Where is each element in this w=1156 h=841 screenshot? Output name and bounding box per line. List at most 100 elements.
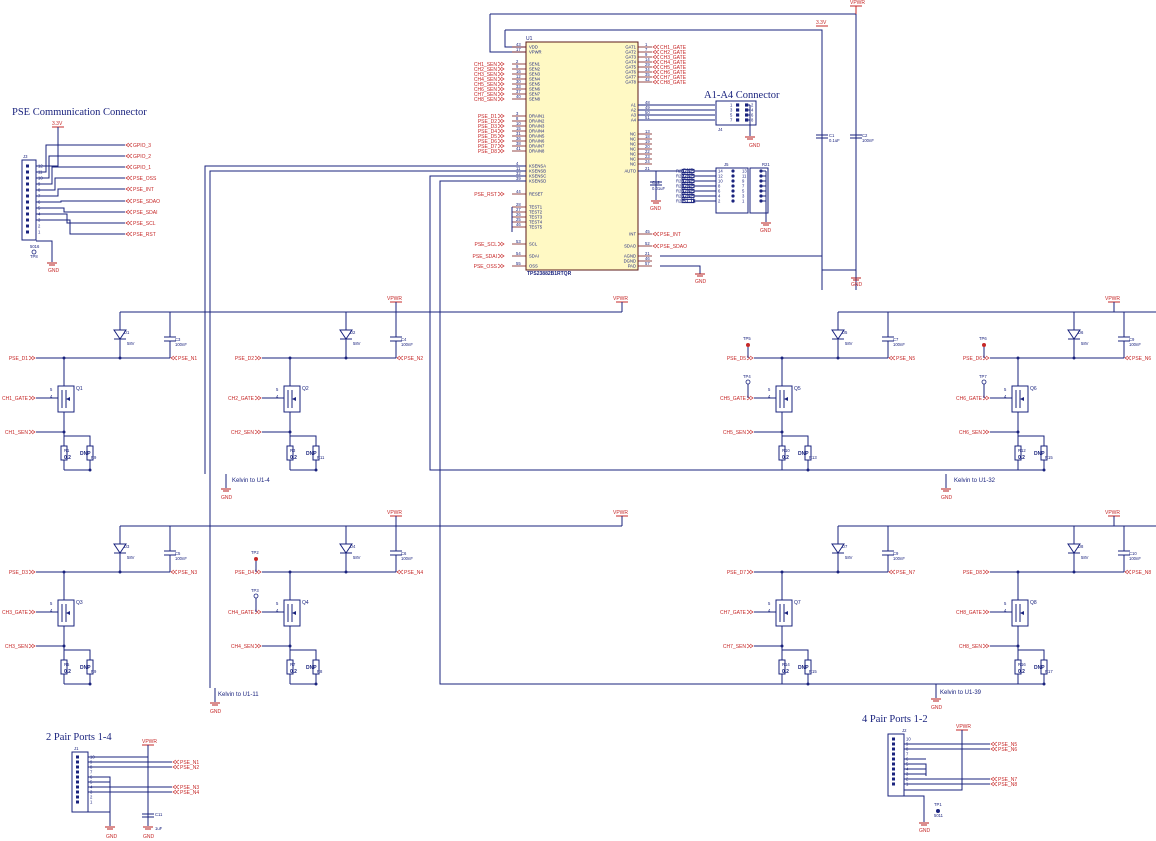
Q8-p4: 4 — [1004, 608, 1007, 613]
title-4-pair-ports: 4 Pair Ports 1-2 — [862, 714, 928, 725]
Q1-d-ref: D1 — [124, 330, 130, 335]
Q3-p5: 5 — [50, 601, 53, 606]
tp8-ref: TP8 — [30, 254, 38, 259]
j2-net-2-text: PSE_N7 — [998, 777, 1017, 783]
j1-pin-7: 7 — [90, 770, 93, 775]
j3-net-7: PSE_SCL — [125, 220, 156, 227]
u1-pin-num-l18: 4 — [516, 161, 519, 166]
u1-pin-num-l9: 40 — [516, 94, 521, 99]
u1-gate-net-3-text: CH3_GATE — [660, 55, 687, 61]
u1-pin-name-l19: KSENSB — [529, 169, 546, 174]
Q4-d-val: 58V — [353, 555, 361, 560]
j3-net-0-text: GPIO_3 — [133, 143, 151, 149]
u1-pin-num-l17: 41 — [516, 146, 521, 151]
channel-q6[interactable]: VPWRD658VC9100nFPSE_D6PSE_N6Q654CH6_GATE… — [956, 296, 1156, 472]
Q1-dnet: PSE_D1 — [9, 355, 36, 362]
Q3-p4: 4 — [50, 608, 53, 613]
j5-r-3: R24 — [676, 184, 684, 189]
Q7-r-val: 0.2 — [782, 669, 789, 675]
Q6-r-ref: R12 — [1018, 448, 1026, 453]
u1-pin-name-l22: RESET — [529, 192, 543, 197]
u1-drain-net-6: PSE_D6 — [478, 138, 505, 145]
c2-val: 100nF — [862, 138, 874, 143]
Q2-c-ref: C4 — [401, 337, 407, 342]
u1-pin-name-l25: TEST3 — [529, 215, 543, 220]
u1-sen-net-1-text: CH1_SEN — [474, 62, 497, 68]
j4-pin-5: 5 — [730, 113, 733, 118]
j5-tag-3: DNP — [683, 184, 694, 190]
u1-body[interactable] — [525, 41, 639, 271]
j5-r-0: R28 — [676, 169, 684, 174]
Q3-ref: Q3 — [76, 600, 83, 606]
kelvin-note-1: Kelvin to U1-4 — [232, 478, 270, 484]
gnd-c12: GND — [650, 206, 662, 212]
j3-net-8-text: PSE_RST — [133, 232, 156, 238]
j2-net-0: PSE_N5 — [990, 741, 1017, 748]
j5-r21: R21 — [762, 162, 770, 167]
j5-tag-2: DNP — [683, 179, 694, 185]
u1-gate-net-2: CH2_GATE — [652, 49, 687, 56]
u1-sen-net-8: CH8_SEN — [474, 96, 505, 103]
Q7-snet-text: CH7_SEN — [723, 644, 746, 650]
u1-pin-num-l13: 15 — [516, 126, 521, 131]
Q6-d-val: 58V — [1081, 341, 1089, 346]
Q7-dnet-text: PSE_D7 — [727, 570, 746, 576]
u1-pin-name-l13: DRAIN4 — [529, 129, 545, 134]
Q1-nnet: PSE_N1 — [170, 355, 197, 362]
Q6-c-ref: C9 — [1129, 337, 1135, 342]
Q4-dnp: DNP — [306, 665, 317, 671]
Q8-d-ref: D8 — [1078, 544, 1084, 549]
j4-pin-4: 4 — [751, 108, 754, 113]
j1-net-2: PSE_N3 — [172, 784, 199, 791]
u1-pin-num-r11: 51 — [645, 115, 650, 120]
u1-pin-num-r1: 7 — [645, 47, 648, 52]
Q1-rdnp: R9 — [91, 455, 97, 460]
u1-drain-net-5: PSE_D5 — [478, 133, 505, 140]
gnd-j2: GND — [919, 828, 931, 834]
j5-n1-5: 4 — [718, 194, 721, 199]
u1-sen-net-5: CH5_SEN — [474, 81, 505, 88]
Q8-gnet-text: CH8_GATE — [956, 610, 983, 616]
gnd-k1: GND — [221, 495, 233, 501]
Q5-c-ref: C7 — [893, 337, 899, 342]
Q6-gnet-text: CH6_GATE — [956, 396, 983, 402]
Q7-vpwr: VPWR — [1105, 510, 1120, 516]
u1-drain-net-2: PSE_D2 — [478, 118, 505, 125]
gnd-k2: GND — [941, 495, 953, 501]
u1-gate-net-8-text: CH8_GATE — [660, 80, 687, 86]
channel-q8[interactable]: VPWRD858VC10100nFPSE_D8PSE_N8Q854CH8_GAT… — [956, 510, 1156, 686]
vpwr-j2: VPWR — [956, 724, 971, 730]
Q8-r-ref: R16 — [1018, 662, 1026, 667]
u1-reset-net-text: PSE_RST — [474, 192, 497, 198]
u1-pin-name-r3: GAT4 — [625, 60, 636, 65]
tp8-val: 5016 — [30, 244, 40, 249]
u1-pin-name-l3: SEN2 — [529, 67, 541, 72]
gnd-k4: GND — [931, 705, 943, 711]
Q4-r-val: 0.2 — [290, 669, 297, 675]
u1-pin-name-r23: DGND — [624, 259, 636, 264]
Q6-ref: Q6 — [1030, 386, 1037, 392]
j2-pin-7: 7 — [906, 752, 909, 757]
Q3-dnet: PSE_D3 — [9, 569, 36, 576]
u1-pin-name-r9: A2 — [631, 108, 637, 113]
u1-pin-num-l4: 16 — [516, 69, 521, 74]
Q3-r-val: 0.2 — [64, 669, 71, 675]
Q4-gnet-text: CH4_GATE — [228, 610, 255, 616]
u1-pin-name-l21: KSENSD — [529, 179, 546, 184]
Q8-nnet-text: PSE_N8 — [1132, 570, 1151, 576]
c11-val: 1uF — [155, 826, 163, 831]
u1-pin-name-l17: DRAIN8 — [529, 149, 545, 154]
